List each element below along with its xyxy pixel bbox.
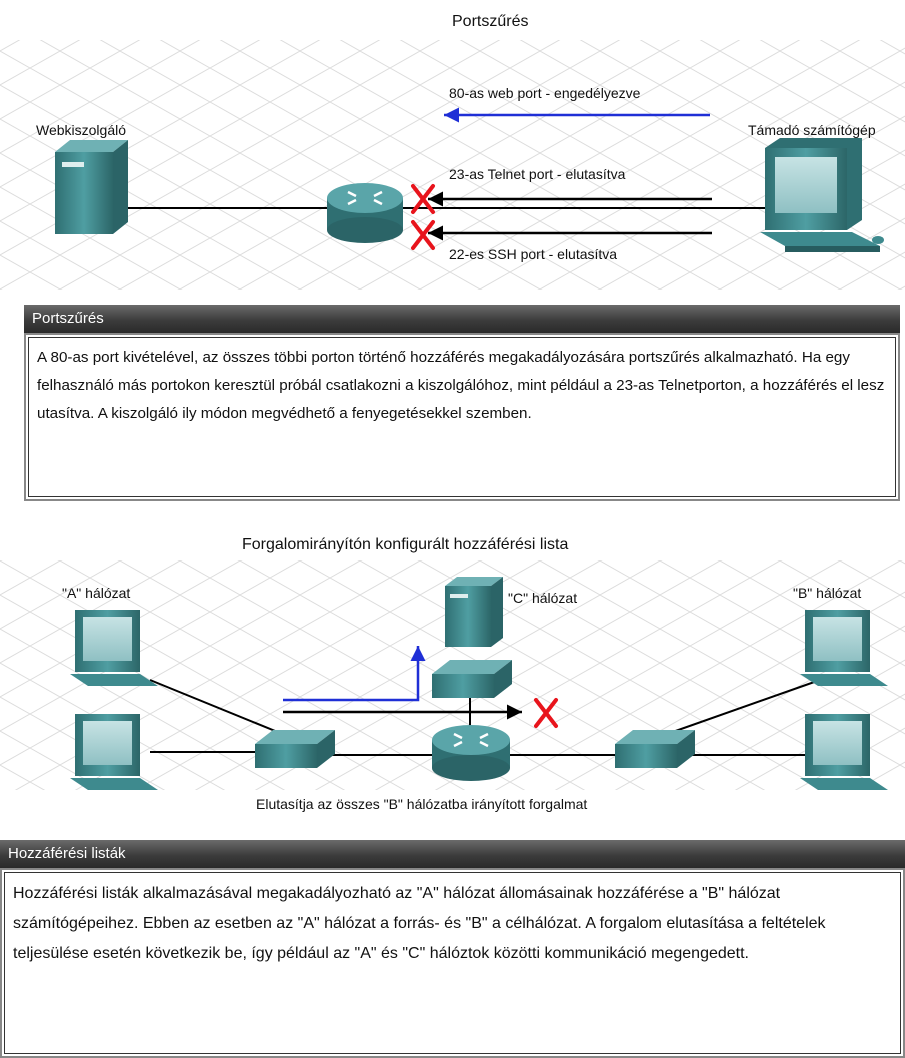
panel-text: A 80-as port kivételével, az összes több… <box>28 337 896 497</box>
network-a-label: "A" hálózat <box>62 585 131 601</box>
computer-b1-icon <box>800 610 888 686</box>
deny-x-icon <box>411 220 435 250</box>
attacker-computer-icon <box>760 138 884 252</box>
attacker-label: Támadó számítógép <box>748 122 876 138</box>
panel-body: Hozzáférési listák alkalmazásával megaka… <box>0 868 905 1058</box>
deny-x-icon <box>534 698 558 728</box>
deny-x-icon <box>411 184 435 214</box>
panel-body: A 80-as port kivételével, az összes több… <box>24 333 900 501</box>
panel-header: Hozzáférési listák <box>0 840 905 868</box>
access-list-panel: Hozzáférési listák Hozzáférési listák al… <box>0 840 905 1058</box>
switch-b-icon <box>615 730 695 768</box>
panel-text: Hozzáférési listák alkalmazásával megaka… <box>4 872 901 1054</box>
port80-label: 80-as web port - engedélyezve <box>449 85 641 101</box>
network-c-label: "C" hálózat <box>508 590 578 606</box>
grid-background-1 <box>0 40 905 290</box>
allowed-a-to-c-arrow <box>283 646 426 702</box>
port22-label: 22-es SSH port - elutasítva <box>449 246 618 262</box>
computer-a1-icon <box>70 610 158 686</box>
port23-label: 23-as Telnet port - elutasítva <box>449 166 626 182</box>
webserver-icon <box>55 140 128 234</box>
computer-b2-icon <box>800 714 888 790</box>
port-filter-panel: Portszűrés A 80-as port kivételével, az … <box>24 305 900 501</box>
router-caption: Elutasítja az összes "B" hálózatba irány… <box>256 796 588 812</box>
switch-c-icon <box>432 660 512 698</box>
computer-a2-icon <box>70 714 158 790</box>
diagram2-title: Forgalomirányítón konfigurált hozzáférés… <box>242 536 569 553</box>
webserver-label: Webkiszolgáló <box>36 122 127 138</box>
router2-icon <box>432 725 510 781</box>
diagram1-title: Portszűrés <box>452 13 529 30</box>
network-b-label: "B" hálózat <box>793 585 862 601</box>
switch-a-icon <box>255 730 335 768</box>
server-c-icon <box>445 577 503 647</box>
panel-header: Portszűrés <box>24 305 900 333</box>
router-icon <box>327 183 403 243</box>
